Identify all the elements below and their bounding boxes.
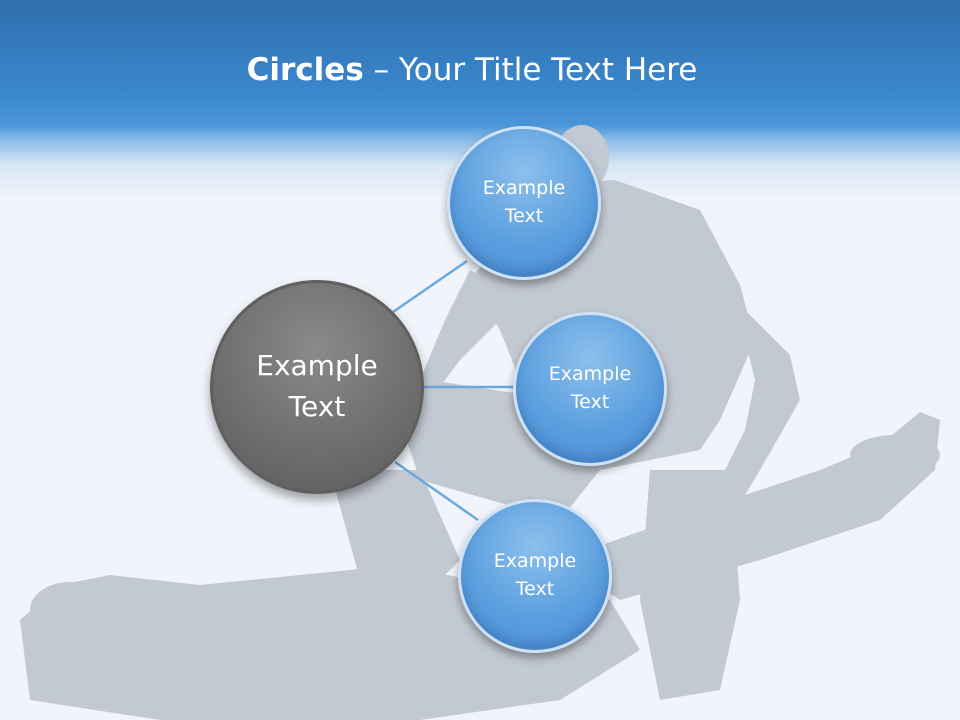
- slide-title: Circles – Your Title Text Here: [0, 52, 944, 88]
- satellite-circle-bottom: Example Text: [458, 499, 612, 653]
- satellite-circle-top: Example Text: [447, 126, 601, 280]
- title-keyword: Circles: [246, 52, 364, 88]
- satellite-label-middle: Example Text: [548, 363, 632, 413]
- connector-top: [392, 259, 468, 314]
- satellite-label-bottom: Example Text: [493, 550, 577, 600]
- connector-bottom: [394, 460, 479, 522]
- satellite-label-top: Example Text: [482, 177, 566, 227]
- center-circle: Example Text: [210, 280, 424, 494]
- title-text: – Your Title Text Here: [363, 52, 698, 88]
- center-circle-label: Example Text: [256, 349, 378, 423]
- satellite-circle-middle: Example Text: [513, 312, 667, 466]
